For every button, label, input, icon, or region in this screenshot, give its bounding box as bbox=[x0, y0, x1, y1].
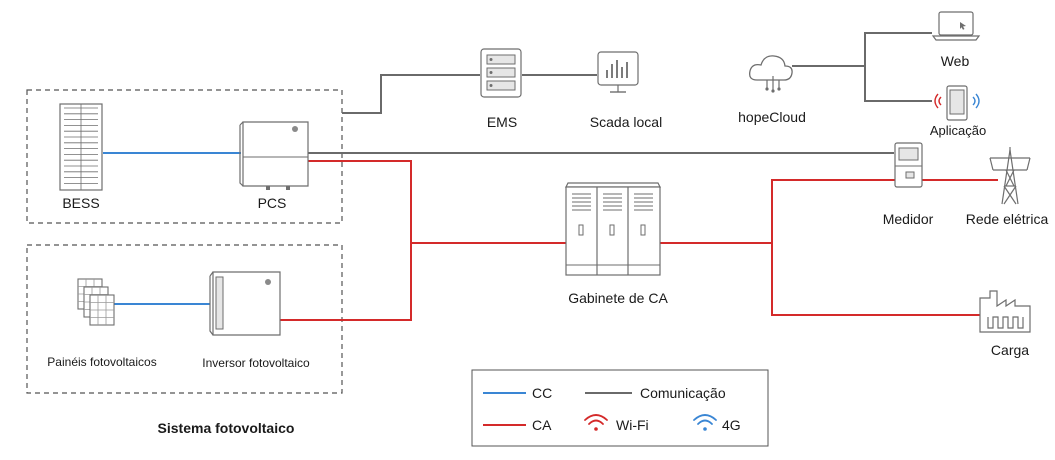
pv-panels-label: Painéis fotovoltaicos bbox=[47, 355, 156, 369]
ac-cabinet-icon bbox=[565, 182, 661, 276]
scada-icon bbox=[597, 51, 639, 93]
scada-label: Scada local bbox=[590, 114, 662, 130]
legend-4g-label: 4G bbox=[722, 417, 741, 433]
cabinet-grid-ac-line bbox=[660, 179, 998, 244]
inverter-cabinet-ac-line bbox=[280, 243, 412, 321]
ac-cabinet-label: Gabinete de CA bbox=[568, 290, 668, 306]
pv-panels-icon bbox=[77, 278, 115, 326]
phone-icon bbox=[934, 85, 980, 121]
cloud-app-comm-line bbox=[792, 65, 932, 102]
bess-icon bbox=[59, 103, 103, 191]
legend: CC Comunicação CA Wi-Fi 4G bbox=[471, 369, 769, 447]
4g-icon bbox=[693, 414, 717, 431]
system-title: Sistema fotovoltaico bbox=[158, 420, 295, 436]
meter-icon bbox=[894, 142, 923, 188]
legend-ac-label: CA bbox=[532, 417, 552, 433]
pv-inverter-icon bbox=[209, 271, 281, 336]
cloud-web-comm-line bbox=[792, 32, 932, 67]
load-label: Carga bbox=[991, 342, 1029, 358]
cabinet-load-ac-line bbox=[771, 243, 983, 316]
hopecloud-label: hopeCloud bbox=[738, 109, 806, 125]
factory-icon bbox=[979, 290, 1031, 333]
bess-label: BESS bbox=[62, 195, 99, 211]
meter-label: Medidor bbox=[883, 211, 934, 227]
pcs-cabinet-ac-line bbox=[308, 160, 566, 244]
grid-label: Rede elétrica bbox=[966, 211, 1049, 227]
cloud-icon bbox=[749, 55, 793, 93]
ems-icon bbox=[480, 48, 522, 98]
ems-comm-line bbox=[342, 74, 480, 114]
web-label: Web bbox=[941, 53, 970, 69]
power-tower-icon bbox=[989, 147, 1031, 205]
legend-wifi-label: Wi-Fi bbox=[616, 417, 649, 433]
storage-group-box bbox=[26, 89, 343, 224]
legend-dc-label: CC bbox=[532, 385, 552, 401]
app-label: Aplicação bbox=[930, 123, 986, 138]
pcs-label: PCS bbox=[258, 195, 287, 211]
pv-inverter-label: Inversor fotovoltaico bbox=[202, 356, 310, 370]
pcs-icon bbox=[239, 121, 309, 190]
laptop-icon bbox=[931, 11, 981, 41]
legend-comm-label: Comunicação bbox=[640, 385, 726, 401]
ems-label: EMS bbox=[487, 114, 517, 130]
wifi-icon bbox=[584, 414, 608, 431]
